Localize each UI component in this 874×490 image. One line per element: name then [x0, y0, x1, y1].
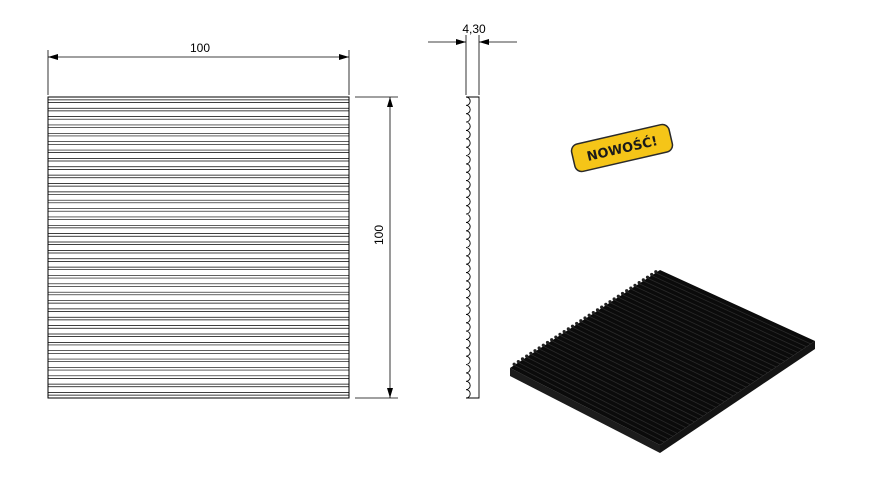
panel-ridge	[618, 296, 773, 371]
panel-ridge	[522, 359, 674, 437]
panel-ridge-end	[558, 332, 562, 336]
panel-ridge	[555, 337, 708, 414]
panel-ridge-end	[583, 316, 587, 320]
panel-ridge-end	[550, 338, 554, 342]
side-view	[465, 96, 480, 399]
panel-ridge	[568, 329, 721, 405]
height-dimension: 100	[355, 96, 398, 399]
panel-3d-render	[510, 270, 815, 453]
panel-ridge-end	[579, 319, 583, 323]
new-badge: NOWOŚĆ!	[570, 123, 674, 173]
panel-3d-ridges	[512, 270, 811, 443]
panel-ridge-end	[587, 313, 591, 317]
panel-ridge-end	[533, 349, 537, 353]
panel-ridge	[622, 294, 777, 368]
panel-ridge	[538, 348, 691, 426]
panel-ridge	[547, 343, 699, 420]
panel-ridge	[605, 305, 760, 379]
panel-ridge-end	[566, 327, 570, 331]
panel-ridge-end	[570, 324, 575, 328]
panel-ridge-end	[608, 300, 612, 304]
panel-3d-top-face	[510, 270, 815, 445]
thickness-label: 4,30	[462, 22, 486, 36]
panel-ridge-end	[600, 305, 604, 309]
panel-ridge-end	[650, 272, 654, 277]
panel-ridge	[643, 280, 798, 353]
thickness-dimension: 4,30	[428, 22, 517, 95]
front-view-outline	[47, 96, 350, 399]
panel-ridge-end	[525, 354, 529, 358]
panel-ridge-end	[616, 294, 620, 298]
panel-ridge-end	[554, 335, 558, 339]
panel-ridge	[551, 340, 704, 417]
panel-ridge-end	[591, 310, 595, 315]
panel-ridge	[584, 318, 738, 394]
panel-ridge-end	[537, 346, 541, 350]
front-view-grooves	[48, 99, 349, 396]
panel-ridge-end	[645, 275, 650, 279]
panel-ridge-end	[529, 351, 533, 355]
panel-ridge	[651, 275, 807, 348]
panel-ridge	[597, 310, 751, 385]
panel-ridge-end	[641, 278, 645, 282]
width-dimension: 100	[47, 41, 350, 95]
panel-3d-front-face	[510, 368, 660, 453]
front-view	[47, 96, 350, 399]
panel-ridge	[518, 362, 669, 440]
panel-ridge	[580, 321, 734, 397]
panel-ridge	[576, 324, 730, 400]
panel-ridge-end	[520, 357, 525, 361]
panel-ridge	[639, 283, 794, 356]
panel-ridge	[613, 299, 768, 374]
panel-ridge-end	[512, 362, 516, 366]
panel-ridge-end	[575, 321, 579, 326]
panel-ridge-end	[562, 330, 566, 334]
panel-ridge-end	[516, 359, 520, 364]
panel-ridge	[593, 313, 747, 388]
panel-ridge-end	[595, 308, 600, 312]
side-view-profile	[465, 96, 480, 399]
panel-ridge	[588, 315, 742, 391]
panel-ridge-end	[545, 340, 550, 345]
panel-ridge	[609, 302, 764, 377]
panel-ridge	[530, 354, 682, 431]
width-label: 100	[190, 41, 210, 55]
panel-ridge	[526, 356, 678, 434]
panel-ridge	[559, 334, 712, 411]
panel-ridge-end	[604, 302, 608, 306]
panel-ridge	[601, 307, 755, 382]
panel-ridge-end	[541, 343, 545, 347]
panel-ridge	[543, 345, 695, 423]
panel-ridge-end	[637, 281, 641, 285]
panel-ridge-end	[633, 283, 637, 287]
new-badge-background	[570, 123, 674, 173]
panel-ridge-end	[629, 286, 633, 290]
panel-ridge-end	[654, 270, 658, 274]
height-label: 100	[372, 225, 386, 245]
panel-3d-side-face	[660, 341, 815, 453]
panel-ridge	[634, 285, 790, 359]
panel-ridge	[513, 364, 665, 443]
panel-ridge	[572, 326, 725, 403]
panel-ridge-end	[620, 291, 625, 296]
panel-ridge	[630, 288, 786, 362]
panel-ridge	[563, 332, 717, 408]
panel-ridge	[647, 277, 803, 351]
panel-ridge	[534, 351, 687, 429]
panel-ridge	[626, 291, 781, 365]
panel-ridge-end	[625, 289, 629, 293]
panel-ridge-end	[612, 297, 616, 301]
panel-ridge	[655, 272, 811, 345]
